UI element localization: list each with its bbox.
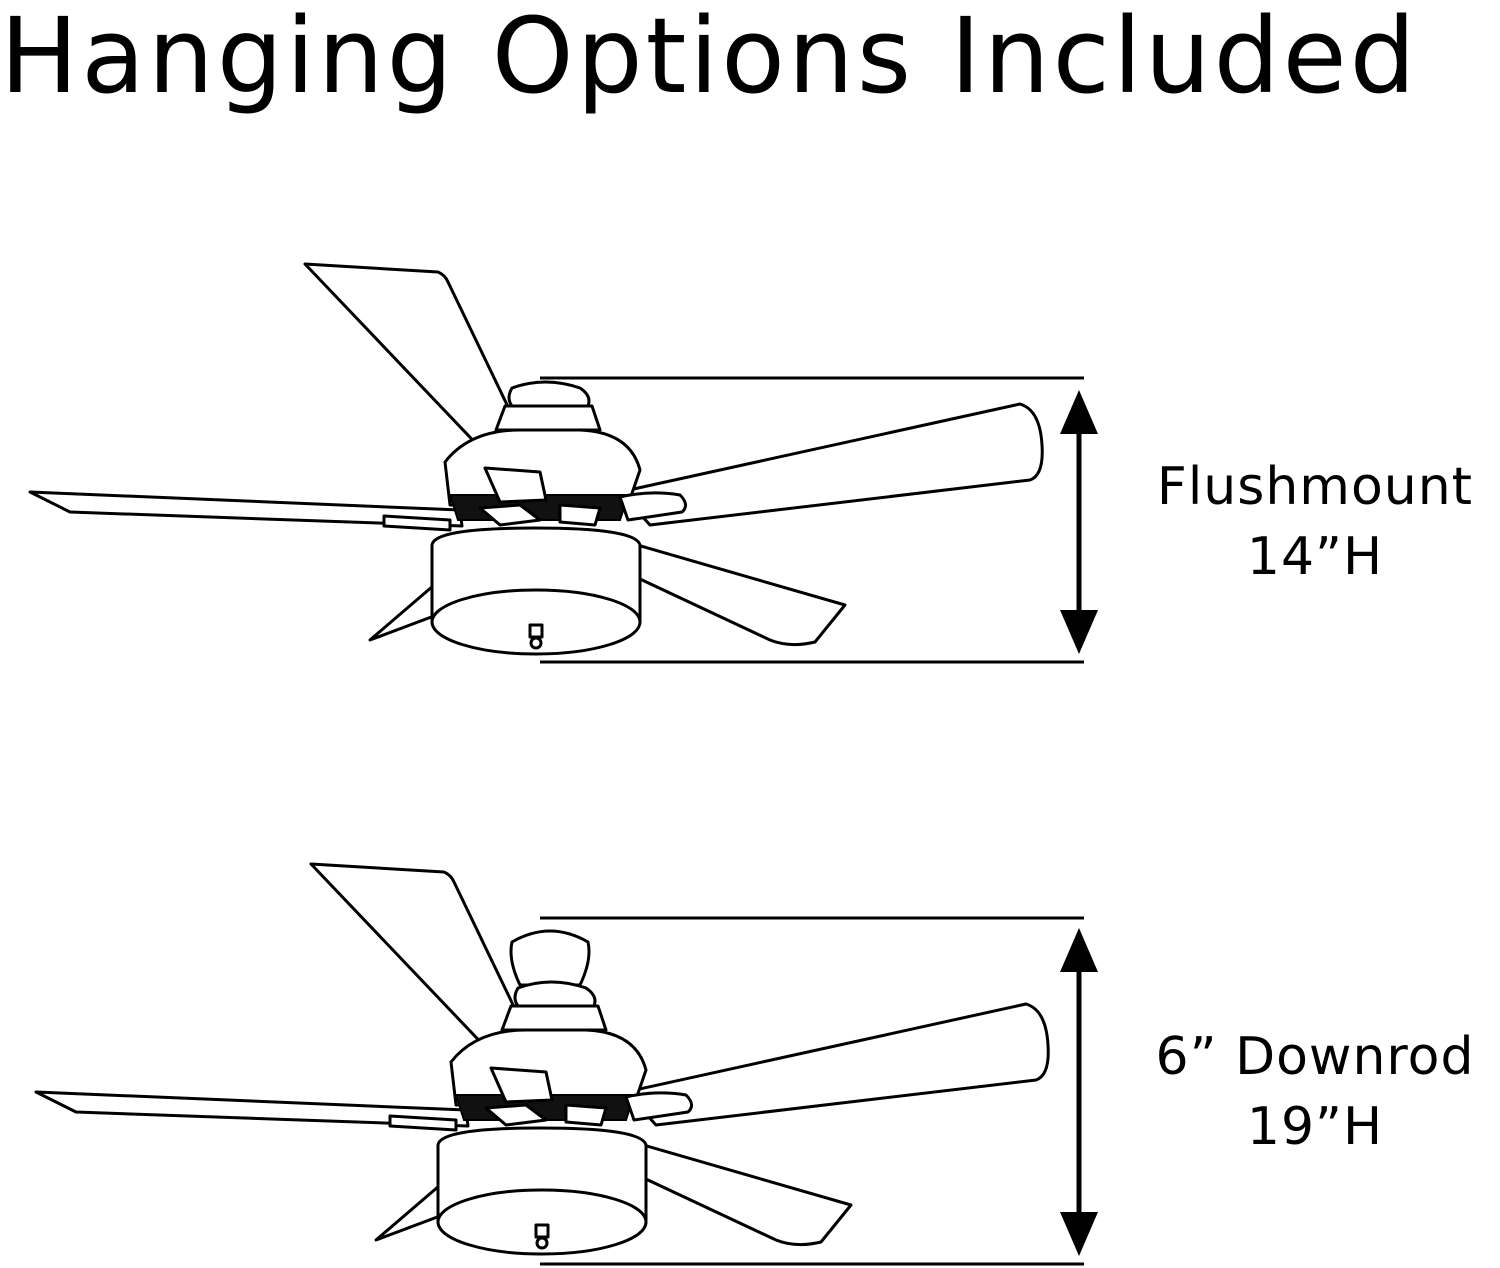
downrod-label: 6” Downrod 19”H [1130, 1022, 1500, 1162]
option-name: 6” Downrod [1155, 1027, 1475, 1087]
flushmount-dimension [540, 376, 1098, 664]
downrod-dimension [540, 916, 1098, 1266]
canopy [509, 929, 591, 987]
flushmount-label: Flushmount 14”H [1140, 452, 1490, 592]
arrow-down-icon [1060, 610, 1098, 654]
option-name: Flushmount [1156, 457, 1474, 517]
arrow-down-icon [1060, 1212, 1098, 1256]
arrow-up-icon [1060, 928, 1098, 972]
option-height: 14”H [1246, 527, 1384, 588]
option-height: 19”H [1246, 1097, 1384, 1158]
page-title: Hanging Options Included [0, 0, 1419, 117]
arrow-up-icon [1060, 390, 1098, 434]
downrod-fan-drawing [34, 862, 1050, 1256]
flushmount-fan-drawing [28, 262, 1044, 656]
